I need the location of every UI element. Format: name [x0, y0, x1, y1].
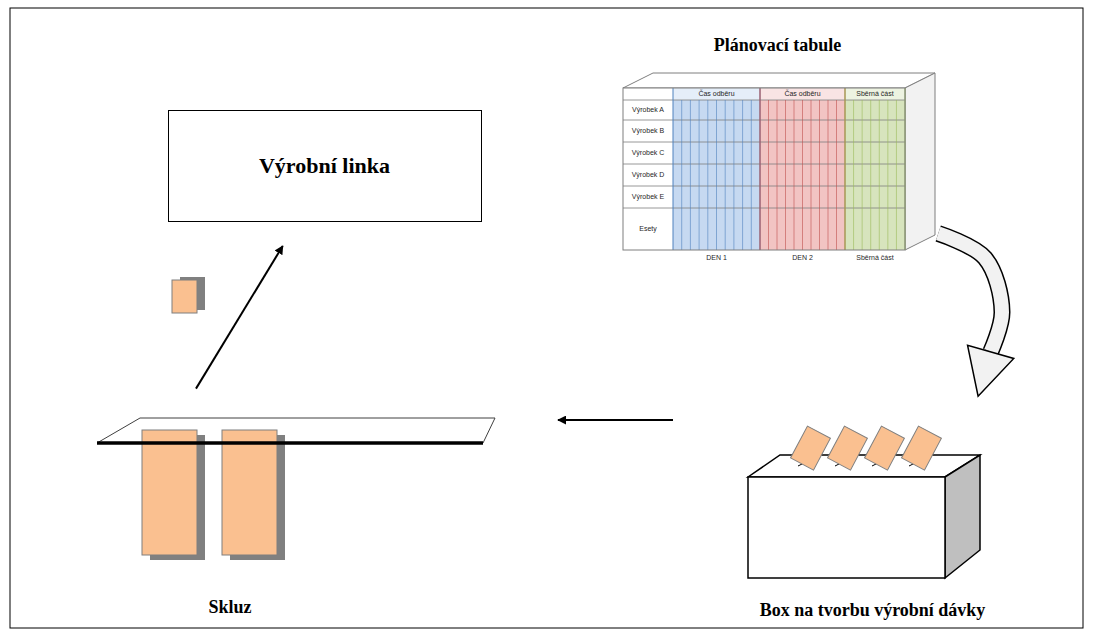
- flow-arrow: [558, 420, 673, 421]
- arrow-head: [968, 345, 1014, 396]
- column-header: Čas odběru: [675, 89, 759, 99]
- node-label: Box na tvorbu výrobní dávky: [721, 599, 1024, 621]
- node-label: Plánovací tabule: [611, 34, 944, 56]
- row-label: Výrobek C: [624, 148, 672, 158]
- batch-box-drawing: [748, 426, 980, 578]
- block-arrow: [938, 233, 1014, 396]
- arrow-outline: [938, 233, 1002, 351]
- planning-board: Plánovací tabule: [615, 28, 940, 268]
- row-label: Výrobek B: [624, 126, 672, 136]
- kanban-card: [172, 277, 205, 313]
- batch-box: Box na tvorbu výrobní dávky: [735, 400, 1010, 625]
- row-label: Výrobek A: [624, 105, 672, 115]
- frame: [10, 8, 1083, 628]
- node-label: Výrobní linka: [169, 111, 480, 220]
- day-label: DEN 1: [675, 253, 759, 263]
- arrow-line: [196, 246, 283, 389]
- arrow-line: [558, 419, 673, 421]
- node-label: Skluz: [126, 596, 334, 618]
- day-label: DEN 2: [762, 253, 844, 263]
- chute: Skluz: [90, 410, 500, 625]
- row-label: Výrobek D: [624, 170, 672, 180]
- row-label: Esety: [624, 224, 672, 234]
- column-header: Čas odběru: [762, 89, 844, 99]
- process-box: Výrobní linka: [168, 110, 482, 222]
- chute-drawing: [97, 418, 495, 560]
- column-header: Sběrná část: [846, 89, 904, 99]
- row-label: Výrobek E: [624, 192, 672, 202]
- planning-board-drawing: [623, 73, 935, 250]
- arrow-fill: [938, 233, 1002, 351]
- flow-arrow: [196, 246, 283, 389]
- day-label: Sběrná část: [845, 253, 905, 263]
